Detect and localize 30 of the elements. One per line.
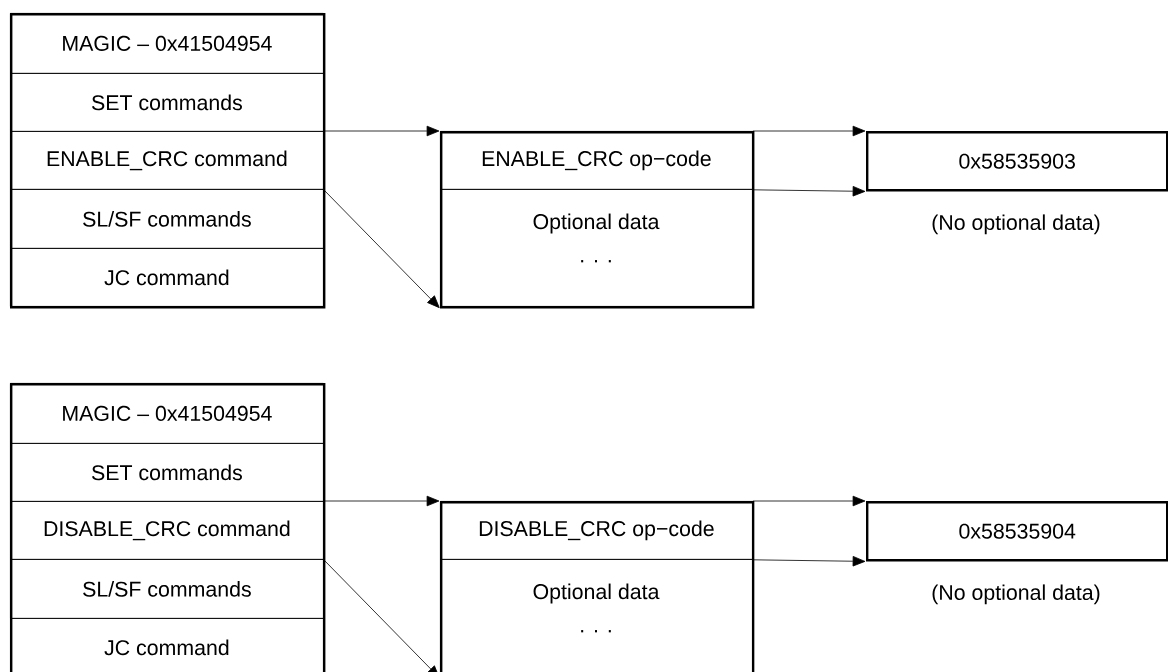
- field-box: SL/SF commands: [10, 559, 324, 619]
- arrow: [752, 186, 866, 197]
- field-box: MAGIC – 0x41504954: [10, 13, 324, 74]
- arrow: [323, 189, 440, 309]
- field-box: 0x58535903: [866, 131, 1168, 192]
- arrow: [323, 495, 440, 507]
- field-box: ENABLE_CRC op−code: [440, 131, 753, 190]
- field-box: SL/SF commands: [10, 189, 324, 249]
- field-box: DISABLE_CRC op−code: [440, 501, 753, 560]
- field-box: MAGIC – 0x41504954: [10, 383, 324, 444]
- arrow: [752, 495, 866, 507]
- arrow: [323, 125, 440, 137]
- field-box: JC command: [10, 248, 324, 307]
- frame-box: [440, 131, 755, 309]
- field-box: SET commands: [10, 443, 324, 502]
- frame-box: [440, 501, 755, 672]
- arrow: [752, 556, 866, 567]
- frame-box: [10, 13, 326, 309]
- field-box: SET commands: [10, 73, 324, 132]
- field-box: JC command: [10, 618, 324, 672]
- frame-box: [10, 383, 326, 672]
- arrow: [752, 125, 866, 137]
- caption-text: (No optional data): [932, 584, 1100, 605]
- caption-text: (No optional data): [932, 214, 1100, 235]
- data-box: Optional data . . .: [440, 559, 753, 672]
- arrow: [323, 559, 440, 672]
- field-box: ENABLE_CRC command: [10, 131, 324, 190]
- data-box: Optional data . . .: [440, 189, 753, 307]
- field-box: 0x58535904: [866, 501, 1168, 562]
- field-box: DISABLE_CRC command: [10, 501, 324, 560]
